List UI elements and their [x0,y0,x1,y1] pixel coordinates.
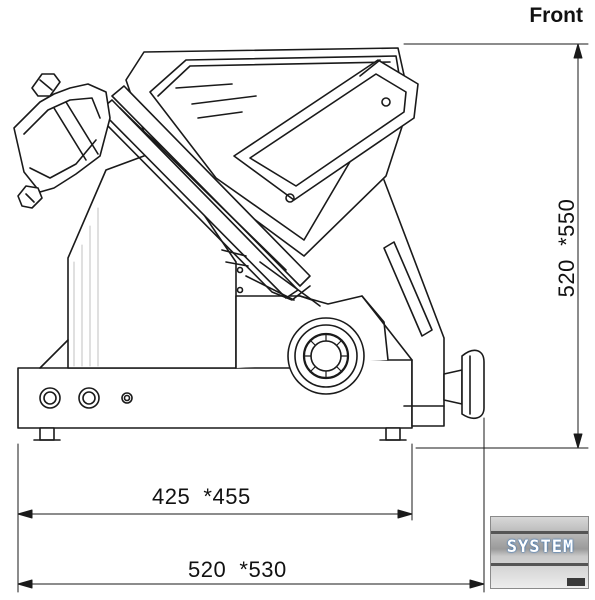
top-lid [233,59,419,201]
dimension-label-depth-outer: 520 *530 [188,557,287,582]
power-button-on [39,387,61,409]
logo-bar-top [491,531,588,534]
system-logo: SYSTEM [490,516,589,589]
logo-text: SYSTEM [506,537,575,557]
indicator-light [121,392,133,404]
pusher-handle [13,73,111,209]
logo-mark [567,578,585,586]
housing-slot [383,241,433,337]
dimension-label-depth-inner: 425 *455 [152,484,251,509]
foot-left [39,427,55,441]
power-button-off [78,387,100,409]
blade-cover [125,47,419,257]
dimension-lines [17,43,589,593]
thickness-adjust-wheel [287,317,365,395]
slicing-arm [99,85,313,301]
dimension-label-height: 520 *550 [554,198,579,298]
logo-bar-bottom [491,563,588,566]
view-title: Front [529,4,583,27]
carriage-knob [443,349,485,420]
foot-right [385,427,401,441]
